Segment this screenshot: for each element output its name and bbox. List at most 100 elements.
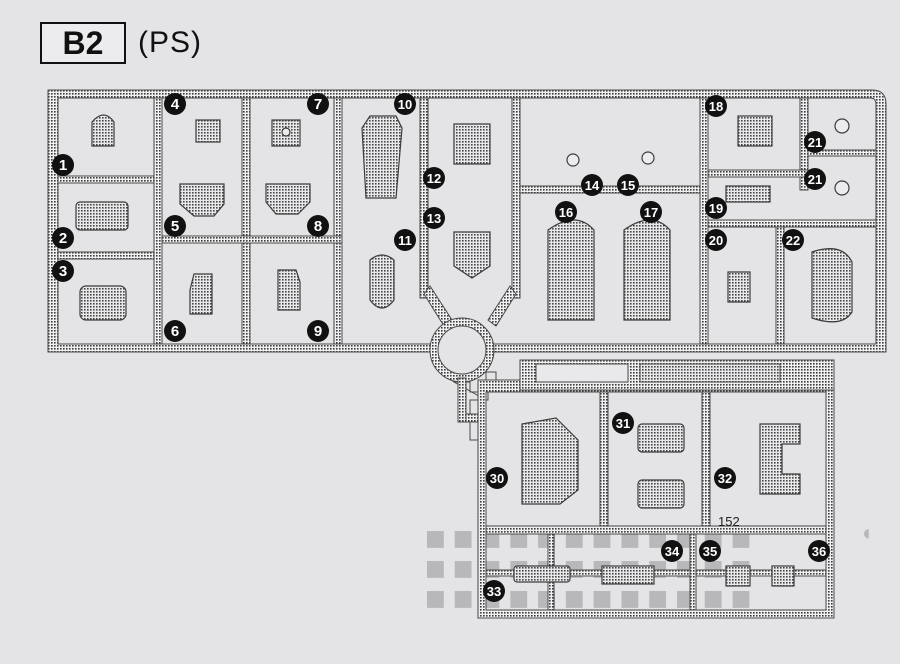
part-number-label: 13 — [427, 211, 441, 226]
part-number-badge — [483, 580, 505, 602]
part-number-badge — [699, 540, 721, 562]
part-number-label: 6 — [171, 323, 179, 340]
part-number-badge — [782, 229, 804, 251]
part-32 — [759, 423, 801, 495]
part-number-33: 33 — [483, 580, 505, 602]
part-5 — [179, 183, 225, 217]
part-number-label: 7 — [314, 96, 322, 113]
part-30 — [521, 417, 579, 505]
part-number-badge — [714, 467, 736, 489]
part-number-badge — [394, 93, 416, 115]
part-number-15: 15 — [617, 174, 639, 196]
part-number-badge — [617, 174, 639, 196]
part-number-badge — [307, 320, 329, 342]
part-number-10: 10 — [394, 93, 416, 115]
part-number-34: 34 — [661, 540, 683, 562]
part-number-badge — [394, 229, 416, 251]
part-17 — [623, 219, 671, 321]
part-number-badge — [423, 207, 445, 229]
part-9 — [277, 269, 301, 311]
part-number-16: 16 — [555, 201, 577, 223]
part-number-badge — [581, 174, 603, 196]
part-number-6: 6 — [164, 320, 186, 342]
part-number-label: 10 — [398, 97, 412, 112]
part-number-badge — [705, 95, 727, 117]
part-number-badge — [640, 201, 662, 223]
part-number-label: 4 — [171, 96, 180, 113]
part-number-badge — [705, 197, 727, 219]
part-number-label: 3 — [59, 263, 67, 280]
part-number-label: 2 — [59, 230, 67, 247]
part-number-badge — [705, 229, 727, 251]
part-number-badge — [52, 260, 74, 282]
part-20 — [727, 271, 751, 303]
runner-window — [639, 363, 781, 383]
part-number-badge — [808, 540, 830, 562]
part-number-label: 22 — [786, 233, 800, 248]
part-number-11: 11 — [394, 229, 416, 251]
part-number-label: 33 — [487, 584, 501, 599]
part-number-label: 34 — [665, 544, 680, 559]
part-13 — [453, 231, 491, 279]
part-number-label: 32 — [718, 471, 732, 486]
part-number-32: 32 — [714, 467, 736, 489]
part-number-label: 18 — [709, 99, 723, 114]
part-number-35: 35 — [699, 540, 721, 562]
gate-rings — [281, 118, 850, 196]
part-number-13: 13 — [423, 207, 445, 229]
part-number-9: 9 — [307, 320, 329, 342]
part-31b — [637, 479, 685, 509]
part-number-badge — [52, 154, 74, 176]
part-19 — [725, 185, 771, 203]
part-number-label: 8 — [314, 218, 322, 235]
part-number-badge — [164, 320, 186, 342]
sprue-id: B2 — [62, 25, 104, 61]
part-10 — [361, 115, 403, 199]
sprue-material: (PS) — [138, 26, 202, 59]
part-31a — [637, 423, 685, 453]
part-number-badge — [661, 540, 683, 562]
part-number-3: 3 — [52, 260, 74, 282]
part-1 — [91, 114, 115, 147]
part-number-18: 18 — [705, 95, 727, 117]
part-number-label: 35 — [703, 544, 717, 559]
sprue-id-box: B2 — [40, 22, 126, 64]
part-number-badge — [164, 93, 186, 115]
part-3 — [79, 285, 127, 321]
part-18 — [737, 115, 773, 147]
part-number-badge — [307, 215, 329, 237]
sprue-parts — [75, 114, 853, 587]
part-number-badge — [423, 167, 445, 189]
sprue-frame — [47, 89, 887, 619]
part-8 — [265, 183, 311, 215]
part-number-8: 8 — [307, 215, 329, 237]
part-33 — [513, 565, 571, 583]
part-number-badge — [164, 215, 186, 237]
part-35 — [725, 565, 751, 587]
part-22 — [811, 248, 853, 323]
part-number-label: 31 — [616, 416, 630, 431]
part-number-label: 21 — [808, 135, 822, 150]
part-number-label: 5 — [171, 218, 179, 235]
part-number-label: 11 — [398, 233, 412, 248]
part-4 — [195, 119, 221, 143]
gate-stamp: 152 — [718, 514, 740, 529]
part-number-label: 16 — [559, 205, 573, 220]
part-number-badge — [555, 201, 577, 223]
part-number-badge — [804, 168, 826, 190]
part-12 — [453, 123, 491, 165]
part-number-label: 15 — [621, 178, 635, 193]
part-number-12: 12 — [423, 167, 445, 189]
part-36 — [771, 565, 795, 587]
part-number-badge — [52, 227, 74, 249]
part-number-5: 5 — [164, 215, 186, 237]
part-number-4: 4 — [164, 93, 186, 115]
part-number-label: 14 — [585, 178, 600, 193]
part-number-badge — [486, 467, 508, 489]
part-6 — [189, 273, 213, 315]
part-number-badge — [307, 93, 329, 115]
part-number-21: 21 — [804, 131, 826, 153]
part-number-label: 17 — [644, 205, 658, 220]
